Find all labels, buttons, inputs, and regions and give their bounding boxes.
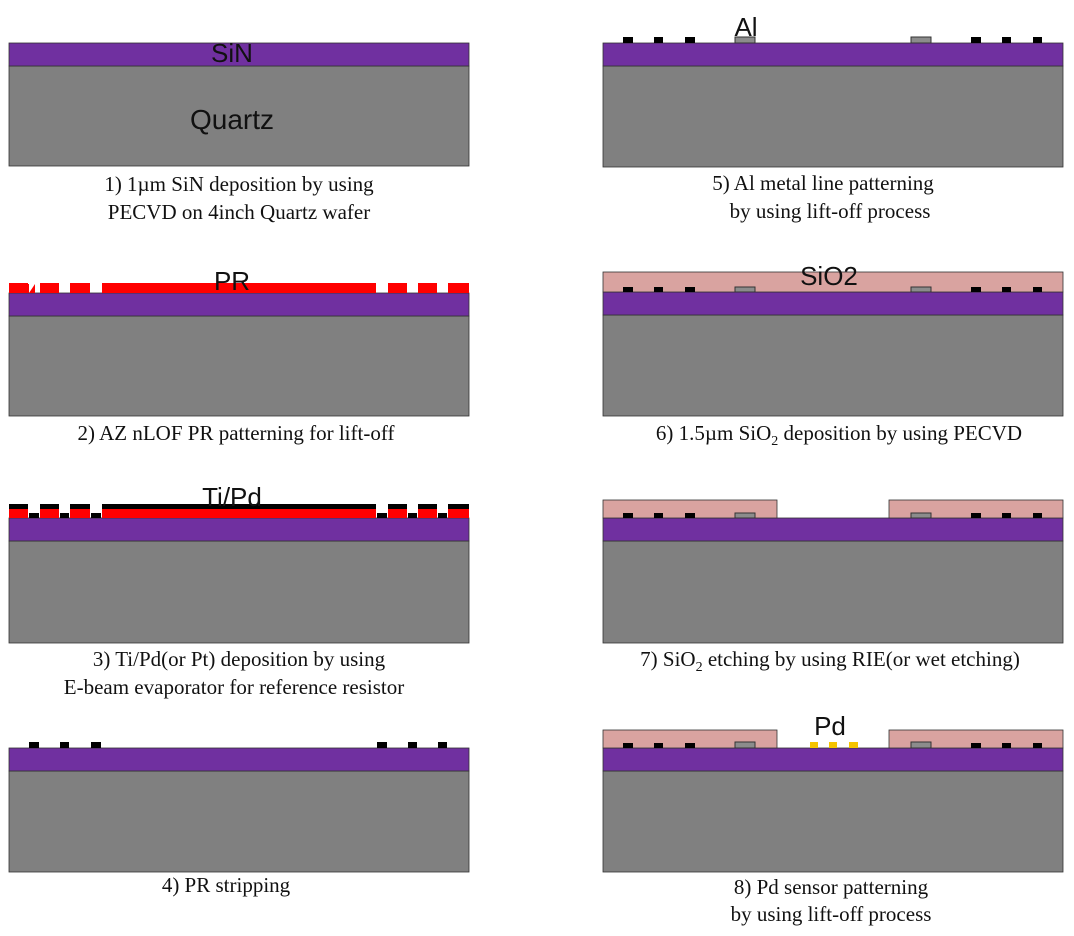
pr-pattern bbox=[9, 509, 469, 518]
step-5-caption-line2: by using lift-off process bbox=[730, 199, 931, 223]
step-2-caption: 2) AZ nLOF PR patterning for lift-off bbox=[78, 421, 395, 445]
ti-pd-metal-layer bbox=[9, 504, 469, 518]
step-3-caption-line1: 3) Ti/Pd(or Pt) deposition by using bbox=[93, 647, 386, 671]
step-8-caption-line1: 8) Pd sensor patterning bbox=[734, 875, 929, 899]
step-5-panel: Al 5) Al metal line patterning by using … bbox=[602, 12, 1064, 223]
pr-label: PR bbox=[214, 266, 250, 296]
al-metal-line bbox=[734, 36, 932, 44]
sin-layer bbox=[8, 42, 470, 67]
quartz-substrate bbox=[602, 314, 1064, 417]
ti-pd-reference-resistor bbox=[623, 513, 1042, 518]
step-7-panel: 7) SiO2 etching by using RIE(or wet etch… bbox=[602, 499, 1064, 675]
caption-text: etching by using RIE(or wet etching) bbox=[703, 647, 1020, 671]
ti-pd-reference-resistor bbox=[29, 742, 447, 748]
sin-layer bbox=[8, 292, 470, 317]
step-5-caption-line1: 5) Al metal line patterning bbox=[712, 171, 934, 195]
step-3-panel: Ti/Pd 3) Ti/Pd(or Pt) deposition by usin… bbox=[8, 482, 470, 699]
caption-subscript: 2 bbox=[771, 434, 778, 449]
step-6-caption: 6) 1.5µm SiO2 deposition by using PECVD bbox=[656, 421, 1022, 449]
caption-subscript: 2 bbox=[696, 660, 703, 675]
al-metal-line bbox=[734, 741, 932, 749]
ti-pd-reference-resistor bbox=[623, 37, 1042, 43]
step-8-caption-line2: by using lift-off process bbox=[731, 902, 932, 926]
sio2-layer bbox=[602, 271, 1064, 293]
step-6-panel: SiO2 6) 1.5µm SiO2 deposition by using P… bbox=[602, 261, 1064, 449]
sin-layer bbox=[602, 291, 1064, 316]
caption-text: deposition by using PECVD bbox=[778, 421, 1022, 445]
sin-layer bbox=[602, 42, 1064, 67]
pr-pattern bbox=[9, 283, 469, 293]
step-4-panel: 4) PR stripping bbox=[8, 742, 470, 897]
sio2-label: SiO2 bbox=[800, 261, 858, 291]
quartz-substrate bbox=[8, 540, 470, 644]
step-1-caption-line2: PECVD on 4inch Quartz wafer bbox=[108, 200, 370, 224]
step-8-panel: Pd 8) Pd sensor patterning by using lift… bbox=[602, 711, 1064, 926]
step-7-caption: 7) SiO2 etching by using RIE(or wet etch… bbox=[640, 647, 1020, 675]
caption-text: 7) SiO bbox=[640, 647, 695, 671]
step-4-caption: 4) PR stripping bbox=[162, 873, 291, 897]
ti-pd-reference-resistor bbox=[623, 743, 1042, 748]
quartz-substrate bbox=[602, 65, 1064, 168]
sin-layer bbox=[8, 747, 470, 772]
al-metal-line bbox=[734, 286, 932, 293]
step-1-caption-line1: 1) 1µm SiN deposition by using bbox=[104, 172, 374, 196]
sin-layer bbox=[602, 747, 1064, 772]
sin-layer bbox=[8, 517, 470, 542]
quartz-substrate bbox=[8, 770, 470, 873]
quartz-substrate bbox=[602, 770, 1064, 873]
ti-pd-reference-resistor bbox=[623, 287, 1042, 292]
al-label: Al bbox=[734, 12, 757, 42]
pd-label: Pd bbox=[814, 711, 846, 741]
sin-layer bbox=[602, 517, 1064, 542]
step-1-panel: SiN Quartz 1) 1µm SiN deposition by usin… bbox=[8, 38, 470, 224]
quartz-substrate bbox=[8, 65, 470, 167]
quartz-substrate bbox=[602, 540, 1064, 644]
ti-pd-label: Ti/Pd bbox=[202, 482, 262, 512]
pd-sensor-pattern bbox=[810, 742, 858, 748]
al-metal-line bbox=[734, 512, 932, 519]
quartz-label: Quartz bbox=[190, 104, 274, 135]
step-3-caption-line2: E-beam evaporator for reference resistor bbox=[64, 675, 404, 699]
sin-label: SiN bbox=[211, 38, 253, 68]
quartz-substrate bbox=[8, 315, 470, 417]
caption-text: 6) 1.5µm SiO bbox=[656, 421, 771, 445]
step-2-panel: PR 2) AZ nLOF PR patterning for lift-off bbox=[8, 266, 470, 445]
